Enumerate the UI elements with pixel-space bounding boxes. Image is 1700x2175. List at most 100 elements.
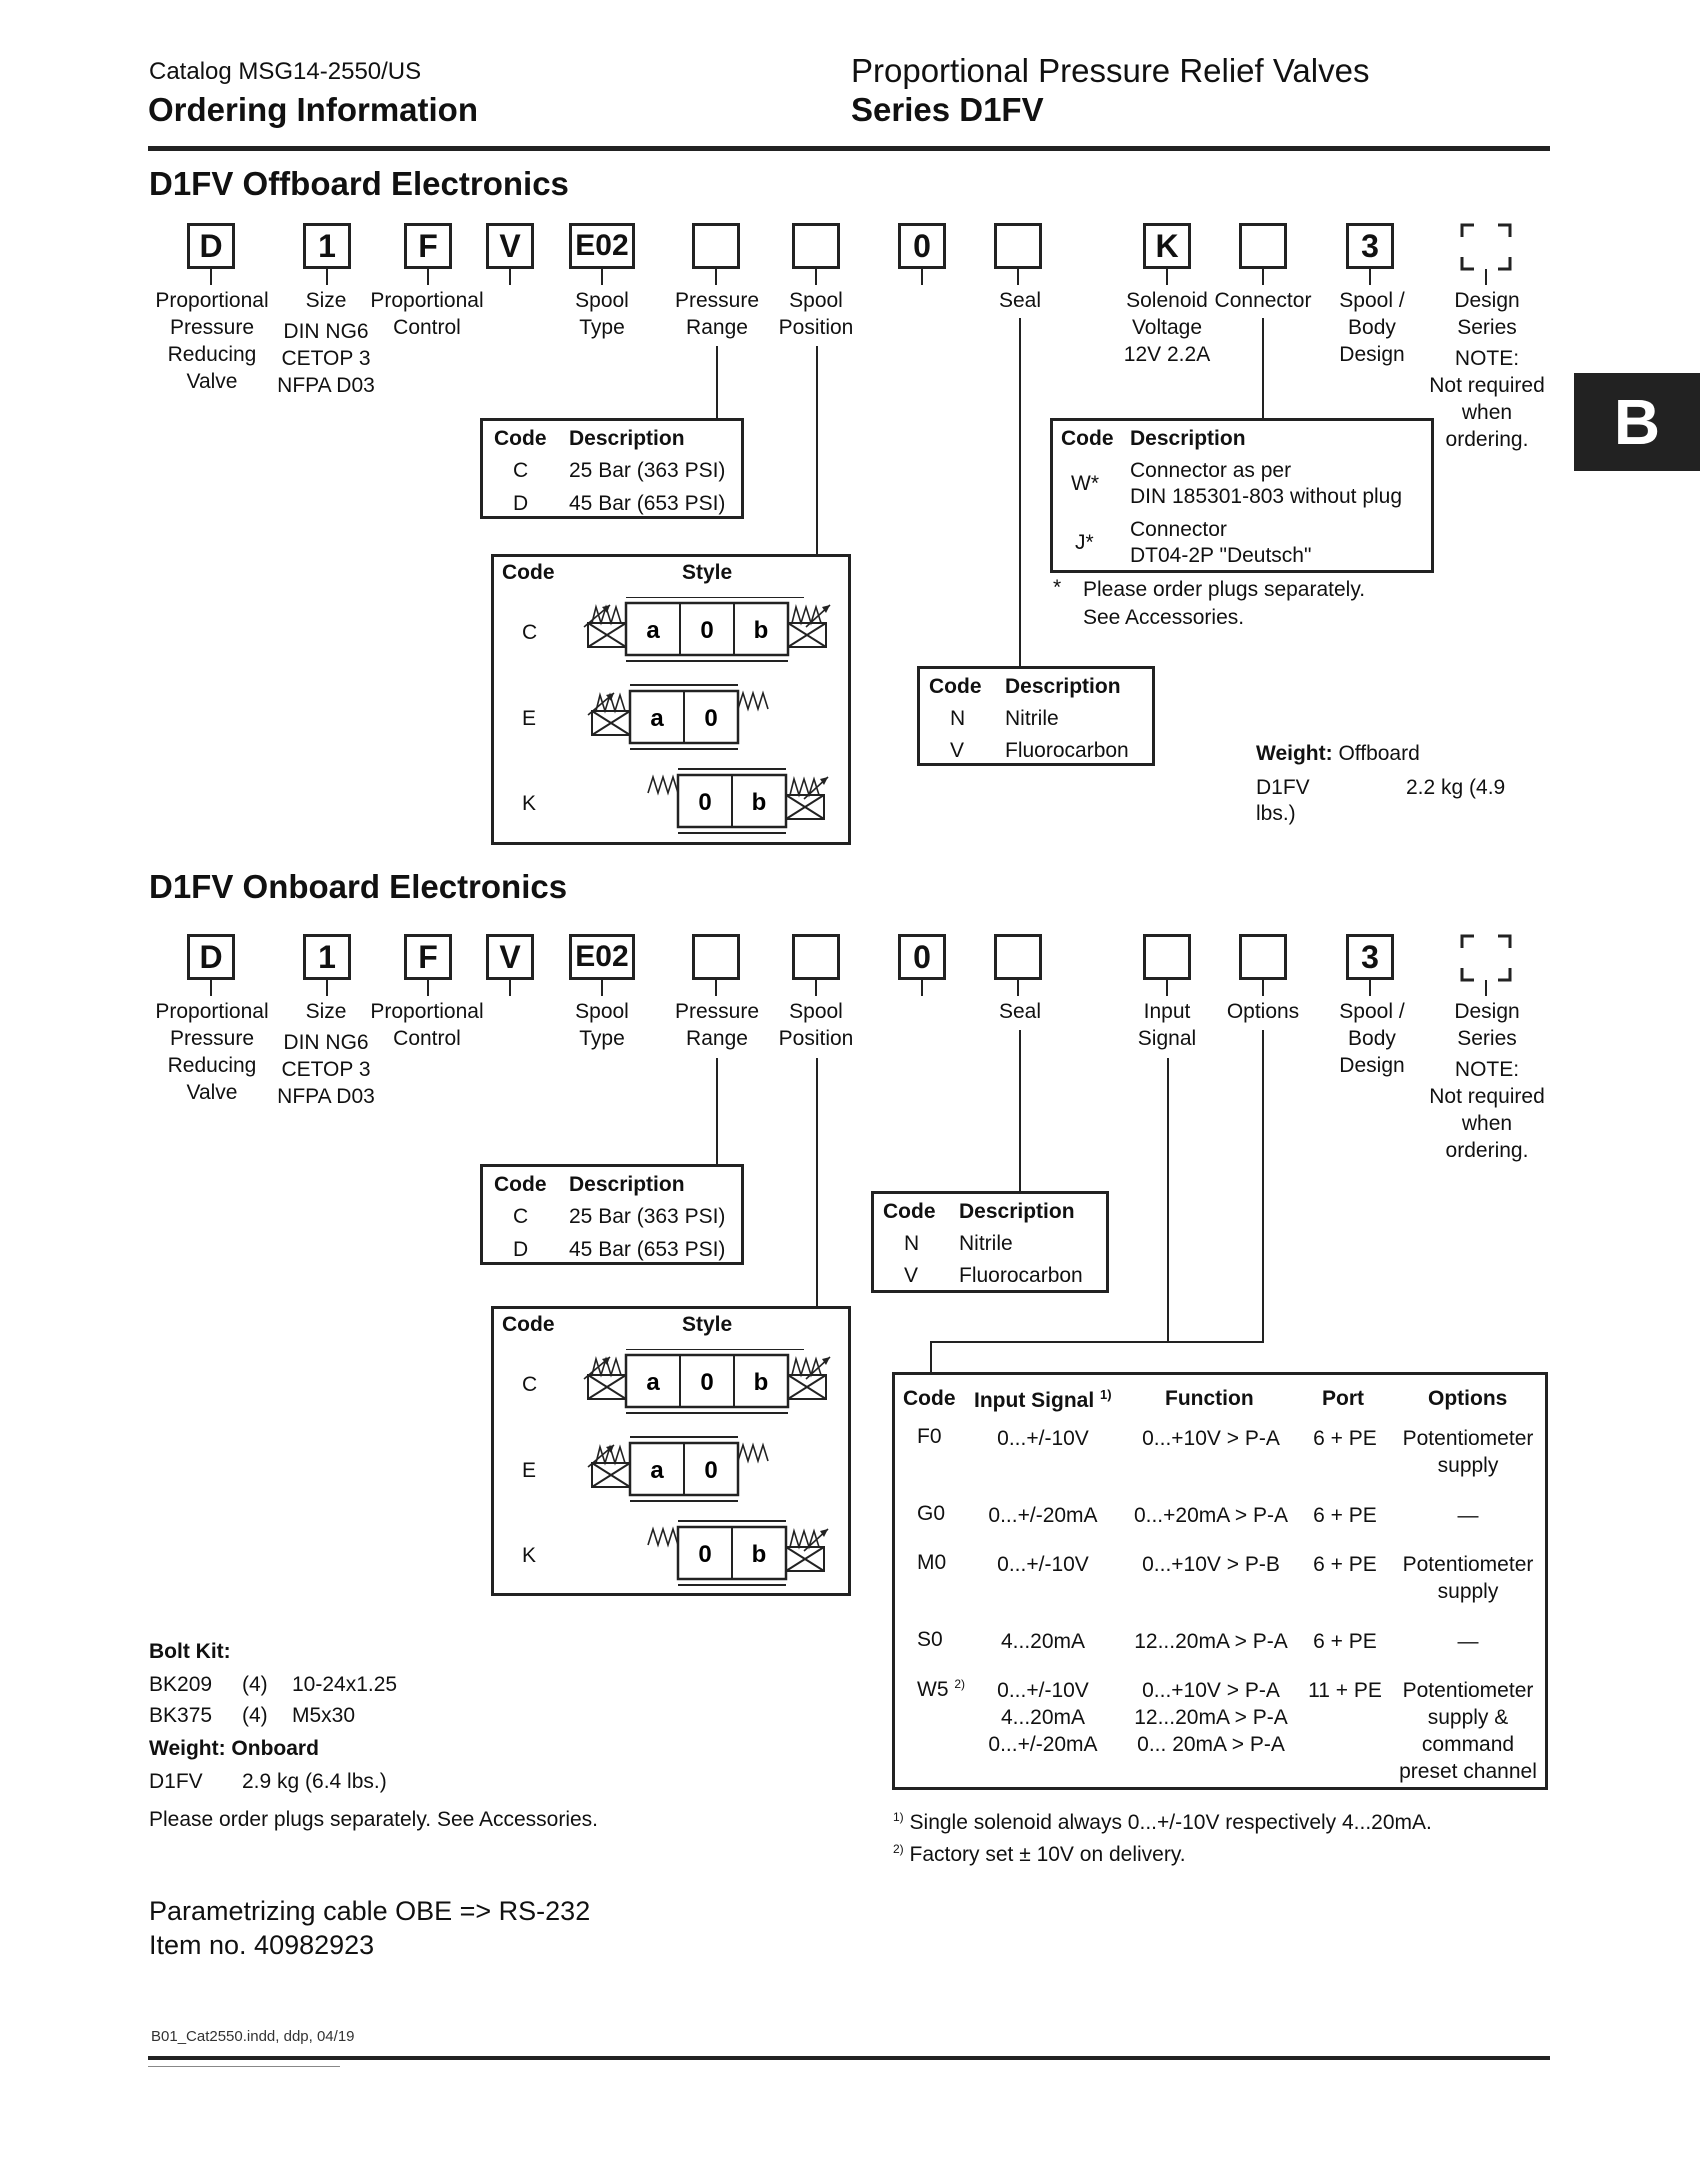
offboard-code-box-6 (792, 223, 840, 269)
onboard-code-tick-1 (326, 980, 328, 996)
label-seal: Seal (998, 289, 1042, 312)
bolt-kit-2-code: BK375 (149, 1704, 213, 1727)
onboard-design-series-box (1460, 934, 1512, 982)
signal-row-3-options: — (1457, 1630, 1479, 1653)
onboard-title: D1FV Onboard Electronics (149, 868, 568, 905)
signal-row-1-code: G0 (917, 1502, 946, 1525)
footer-rule (148, 2056, 1550, 2060)
onboard-code-tick-9 (1166, 980, 1168, 996)
signal-row-3-code: S0 (917, 1628, 943, 1651)
signal-row-3-port: 6 + PE (1313, 1630, 1377, 1653)
svg-text:0: 0 (704, 705, 717, 732)
onboard-code-tick-3 (509, 980, 511, 996)
leader-signal-join (930, 1341, 1264, 1343)
bolt-kit-2-size: M5x30 (292, 1704, 356, 1727)
onboard-code-tick-6 (815, 980, 817, 996)
svg-text:0: 0 (704, 1457, 717, 1484)
offboard-code-tick-10 (1262, 269, 1264, 285)
offboard-code-tick-5 (715, 269, 717, 285)
offboard-code-tick-6 (815, 269, 817, 285)
signal-row-4-port: 11 + PE (1308, 1679, 1382, 1702)
offboard-code-tick-0 (210, 269, 212, 285)
offboard-code-tick-9 (1166, 269, 1168, 285)
onboard-code-box-5 (692, 934, 740, 980)
svg-text:a: a (646, 617, 660, 644)
svg-text:0: 0 (700, 617, 713, 644)
offboard-code-box-3: V (486, 223, 534, 269)
offboard-code-tick-1 (326, 269, 328, 285)
offboard-code-box-8 (994, 223, 1042, 269)
side-tab: B (1574, 373, 1700, 471)
offboard-code-box-5 (692, 223, 740, 269)
section-title: Ordering Information (148, 91, 478, 128)
offboard-connector-table: Code Description W* Connector as per DIN… (1050, 418, 1434, 573)
offboard-weight-title: Weight: Offboard (1256, 742, 1420, 765)
onboard-code-box-7: 0 (898, 934, 946, 980)
onboard-code-box-4: E02 (569, 934, 635, 980)
signal-row-1-function: 0...+20mA > P-A (1133, 1504, 1289, 1527)
header-rule (148, 146, 1550, 151)
offboard-pressure-table: Code Description C 25 Bar (363 PSI) D 45… (480, 418, 744, 519)
offboard-code-box-0: D (187, 223, 235, 269)
bolt-kit-1-qty: (4) (242, 1673, 268, 1696)
onboard-weight-value: 2.9 kg (6.4 lbs.) (242, 1770, 387, 1793)
onboard-code-box-8 (994, 934, 1042, 980)
connector-note: Please order plugs separately.See Access… (1083, 578, 1366, 629)
offboard-weight-value-cont: lbs.) (1256, 802, 1296, 825)
leader-spool-position (816, 346, 818, 554)
offboard-code-box-10 (1239, 223, 1287, 269)
signal-row-1-port: 6 + PE (1313, 1504, 1377, 1527)
onboard-seal-table: Code Description N Nitrile V Fluorocarbo… (871, 1191, 1109, 1293)
svg-text:0: 0 (698, 789, 711, 816)
signal-row-0-code: F0 (917, 1425, 942, 1448)
leader-pressure (716, 346, 718, 418)
onboard-signal-table: Code Input Signal 1) Function Port Optio… (892, 1372, 1548, 1790)
svg-text:a: a (646, 1369, 660, 1396)
offboard-design-series-tick (1485, 269, 1487, 285)
svg-text:b: b (752, 1541, 767, 1568)
offboard-code-tick-11 (1369, 269, 1371, 285)
offboard-weight-value: 2.2 kg (4.9 (1406, 776, 1506, 799)
connector-note-star: * (1053, 576, 1062, 599)
offboard-code-box-1: 1 (303, 223, 351, 269)
leader-connector (1262, 318, 1264, 418)
bolt-kit-1-size: 10-24x1.25 (292, 1673, 398, 1696)
onboard-code-box-10 (1239, 934, 1287, 980)
onboard-design-series-tick (1485, 980, 1487, 996)
series-title: Series D1FV (851, 91, 1044, 128)
signal-row-1-input: 0...+/-20mA (988, 1504, 1098, 1527)
catalog-number: Catalog MSG14-2550/US (149, 58, 422, 85)
onboard-code-tick-8 (1017, 980, 1019, 996)
offboard-code-box-9: K (1143, 223, 1191, 269)
label-options: Options (1226, 1000, 1300, 1023)
signal-row-2-port: 6 + PE (1313, 1553, 1377, 1576)
offboard-seal-table: Code Description N Nitrile V Fluorocarbo… (917, 666, 1155, 766)
signal-row-0-function: 0...+10V > P-A (1142, 1427, 1280, 1450)
signal-row-2-input: 0...+/-10V (997, 1553, 1089, 1576)
signal-row-0-input: 0...+/-10V (997, 1427, 1089, 1450)
onboard-code-tick-10 (1262, 980, 1264, 996)
onboard-pressure-table: Code Description C 25 Bar (363 PSI) D 45… (480, 1164, 744, 1265)
